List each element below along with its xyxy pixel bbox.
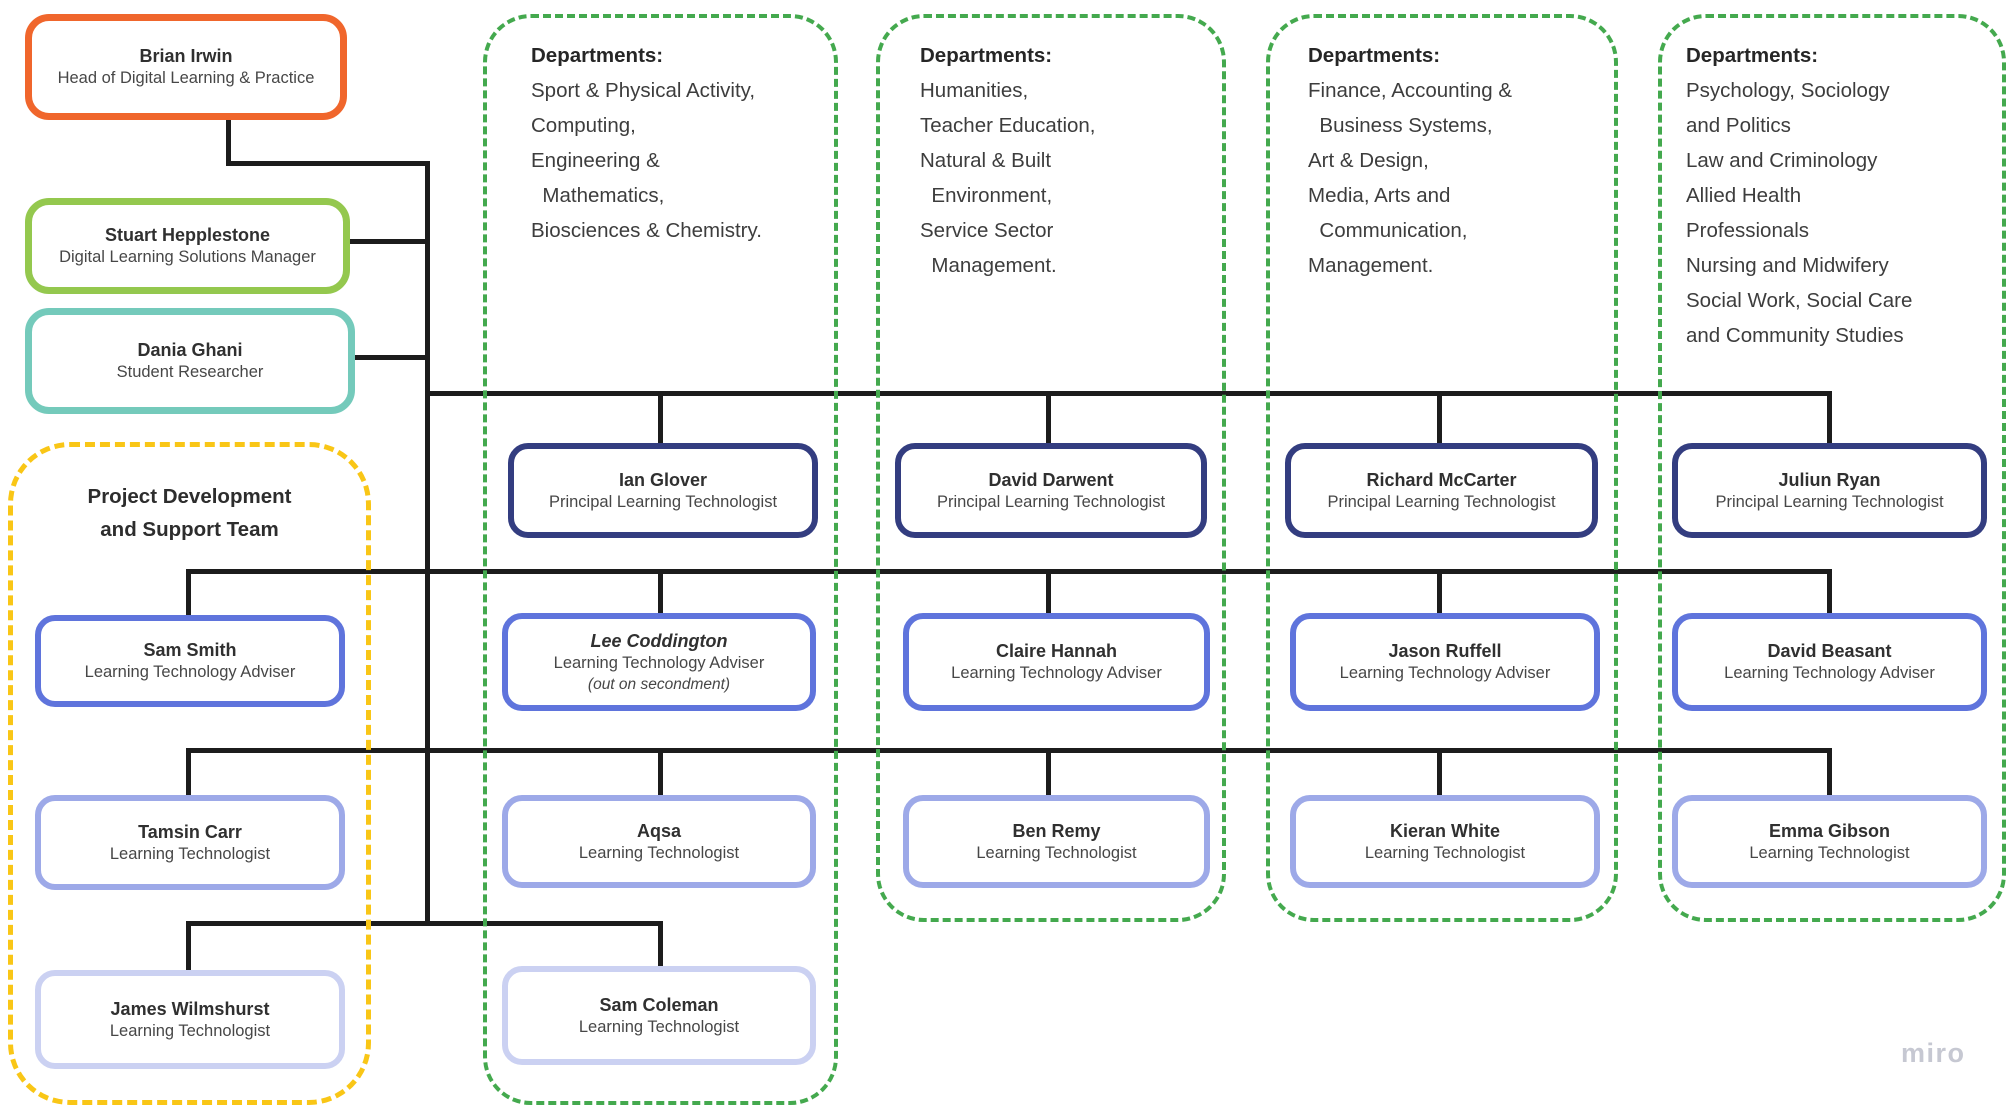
person-name: Brian Irwin bbox=[139, 46, 233, 67]
person-role: Learning Technology Adviser bbox=[84, 663, 296, 682]
departments-list-1: Departments: Sport & Physical Activity, … bbox=[531, 38, 762, 248]
person-role: Digital Learning Solutions Manager bbox=[59, 248, 316, 267]
person-box-ben-remy[interactable]: Ben Remy Learning Technologist bbox=[903, 795, 1210, 888]
department-container-4[interactable] bbox=[1658, 14, 2006, 922]
connector-row2-drop-4 bbox=[1827, 569, 1832, 615]
miro-watermark: miro bbox=[1901, 1038, 1966, 1068]
person-box-dania-ghani[interactable]: Dania Ghani Student Researcher bbox=[25, 308, 355, 414]
person-box-david-beasant[interactable]: David Beasant Learning Technology Advise… bbox=[1672, 613, 1987, 711]
person-name: Aqsa bbox=[636, 820, 681, 841]
connector-row2-drop-0 bbox=[186, 569, 191, 617]
project-team-title: Project Development and Support Team bbox=[87, 485, 292, 541]
connector-row2-drop-2 bbox=[1046, 569, 1051, 615]
person-role: Learning Technologist bbox=[976, 843, 1137, 862]
person-name: Sam Smith bbox=[143, 640, 237, 661]
person-box-jason-ruffell[interactable]: Jason Ruffell Learning Technology Advise… bbox=[1290, 613, 1600, 711]
connector-row3-drop-3 bbox=[1437, 748, 1442, 797]
person-role: Learning Technologist bbox=[109, 844, 271, 863]
person-role: Learning Technologist bbox=[578, 1017, 740, 1036]
person-box-richard-mccarter[interactable]: Richard McCarter Principal Learning Tech… bbox=[1285, 443, 1598, 538]
connector-researcher-stub bbox=[355, 355, 428, 360]
departments-list-2: Departments: Humanities, Teacher Educati… bbox=[920, 38, 1096, 283]
person-box-tamsin-carr[interactable]: Tamsin Carr Learning Technologist bbox=[35, 795, 345, 890]
connector-head-elbow bbox=[226, 161, 430, 166]
connector-row1-drop-4 bbox=[1827, 391, 1832, 445]
departments-heading: Departments: bbox=[531, 44, 664, 67]
department-container-3[interactable] bbox=[1266, 14, 1618, 922]
person-name: Stuart Hepplestone bbox=[104, 225, 271, 246]
person-box-lee-coddington[interactable]: Lee Coddington Learning Technology Advis… bbox=[502, 613, 816, 711]
connector-main-trunk bbox=[425, 161, 430, 926]
person-box-sam-smith[interactable]: Sam Smith Learning Technology Adviser bbox=[35, 615, 345, 707]
person-box-brian-irwin[interactable]: Brian Irwin Head of Digital Learning & P… bbox=[25, 14, 347, 120]
connector-row3-drop-4 bbox=[1827, 748, 1832, 797]
connector-row1-drop-2 bbox=[1046, 391, 1051, 445]
person-name: Ben Remy bbox=[1012, 820, 1101, 841]
person-role: Principal Learning Technologist bbox=[1715, 492, 1944, 511]
connector-manager-stub bbox=[348, 239, 428, 244]
connector-row2-drop-3 bbox=[1437, 569, 1442, 615]
person-name: Emma Gibson bbox=[1768, 820, 1891, 841]
person-box-stuart-hepplestone[interactable]: Stuart Hepplestone Digital Learning Solu… bbox=[25, 198, 350, 294]
person-box-david-darwent[interactable]: David Darwent Principal Learning Technol… bbox=[895, 443, 1207, 538]
connector-row4-drop-0 bbox=[186, 921, 191, 972]
connector-head-drop bbox=[226, 118, 231, 166]
person-role: Learning Technologist bbox=[1749, 843, 1910, 862]
person-name: Claire Hannah bbox=[995, 641, 1118, 662]
person-role: Principal Learning Technologist bbox=[1327, 492, 1556, 511]
person-box-james-wilmshurst[interactable]: James Wilmshurst Learning Technologist bbox=[35, 970, 345, 1069]
person-name: Kieran White bbox=[1389, 820, 1500, 841]
connector-row2-bus bbox=[186, 569, 1832, 574]
person-role: Learning Technologist bbox=[578, 843, 740, 862]
person-role: Learning Technologist bbox=[1364, 843, 1526, 862]
connector-row2-drop-1 bbox=[658, 569, 663, 615]
person-box-kieran-white[interactable]: Kieran White Learning Technologist bbox=[1290, 795, 1600, 888]
person-role: Principal Learning Technologist bbox=[936, 492, 1166, 511]
person-box-emma-gibson[interactable]: Emma Gibson Learning Technologist bbox=[1672, 795, 1987, 888]
person-role: Student Researcher bbox=[116, 363, 264, 382]
person-name: Ian Glover bbox=[618, 469, 708, 490]
connector-row3-drop-0 bbox=[186, 748, 191, 797]
departments-list-4: Departments: Psychology, Sociology and P… bbox=[1686, 38, 1912, 353]
person-box-juliun-ryan[interactable]: Juliun Ryan Principal Learning Technolog… bbox=[1672, 443, 1987, 538]
person-note: (out on secondment) bbox=[587, 675, 731, 693]
connector-row1-bus bbox=[425, 391, 1830, 396]
connector-row3-drop-1 bbox=[658, 748, 663, 797]
person-box-aqsa[interactable]: Aqsa Learning Technologist bbox=[502, 795, 816, 888]
departments-heading: Departments: bbox=[920, 44, 1053, 67]
person-role: Learning Technology Adviser bbox=[1724, 664, 1935, 683]
person-role: Head of Digital Learning & Practice bbox=[57, 69, 315, 88]
person-name: Dania Ghani bbox=[137, 340, 243, 361]
person-box-ian-glover[interactable]: Ian Glover Principal Learning Technologi… bbox=[508, 443, 818, 538]
person-name: Jason Ruffell bbox=[1388, 641, 1502, 662]
person-name: David Darwent bbox=[988, 469, 1114, 490]
person-role: Learning Technology Adviser bbox=[951, 664, 1162, 683]
connector-row1-drop-3 bbox=[1437, 391, 1442, 445]
person-role: Learning Technologist bbox=[109, 1021, 271, 1040]
person-box-sam-coleman[interactable]: Sam Coleman Learning Technologist bbox=[502, 966, 816, 1065]
person-role: Learning Technology Adviser bbox=[1339, 664, 1551, 683]
person-name: Lee Coddington bbox=[590, 631, 728, 652]
person-name: Sam Coleman bbox=[599, 994, 719, 1015]
departments-heading: Departments: bbox=[1308, 44, 1441, 67]
connector-row4-drop-1 bbox=[658, 921, 663, 968]
connector-row3-bus bbox=[186, 748, 1832, 753]
department-container-2[interactable] bbox=[876, 14, 1226, 922]
departments-heading: Departments: bbox=[1686, 44, 1819, 67]
person-role: Learning Technology Adviser bbox=[553, 654, 765, 673]
connector-row1-drop-1 bbox=[658, 391, 663, 445]
department-container-1[interactable] bbox=[483, 14, 838, 1105]
project-team-container[interactable] bbox=[8, 442, 371, 1105]
connector-row4-bus bbox=[186, 921, 663, 926]
person-role: Principal Learning Technologist bbox=[548, 492, 778, 511]
person-name: James Wilmshurst bbox=[110, 998, 270, 1019]
person-name: Juliun Ryan bbox=[1778, 469, 1881, 490]
person-box-claire-hannah[interactable]: Claire Hannah Learning Technology Advise… bbox=[903, 613, 1210, 711]
departments-list-3: Departments: Finance, Accounting & Busin… bbox=[1308, 38, 1512, 283]
person-name: Richard McCarter bbox=[1366, 469, 1517, 490]
person-name: David Beasant bbox=[1767, 641, 1892, 662]
person-name: Tamsin Carr bbox=[138, 821, 242, 842]
connector-row3-drop-2 bbox=[1046, 748, 1051, 797]
